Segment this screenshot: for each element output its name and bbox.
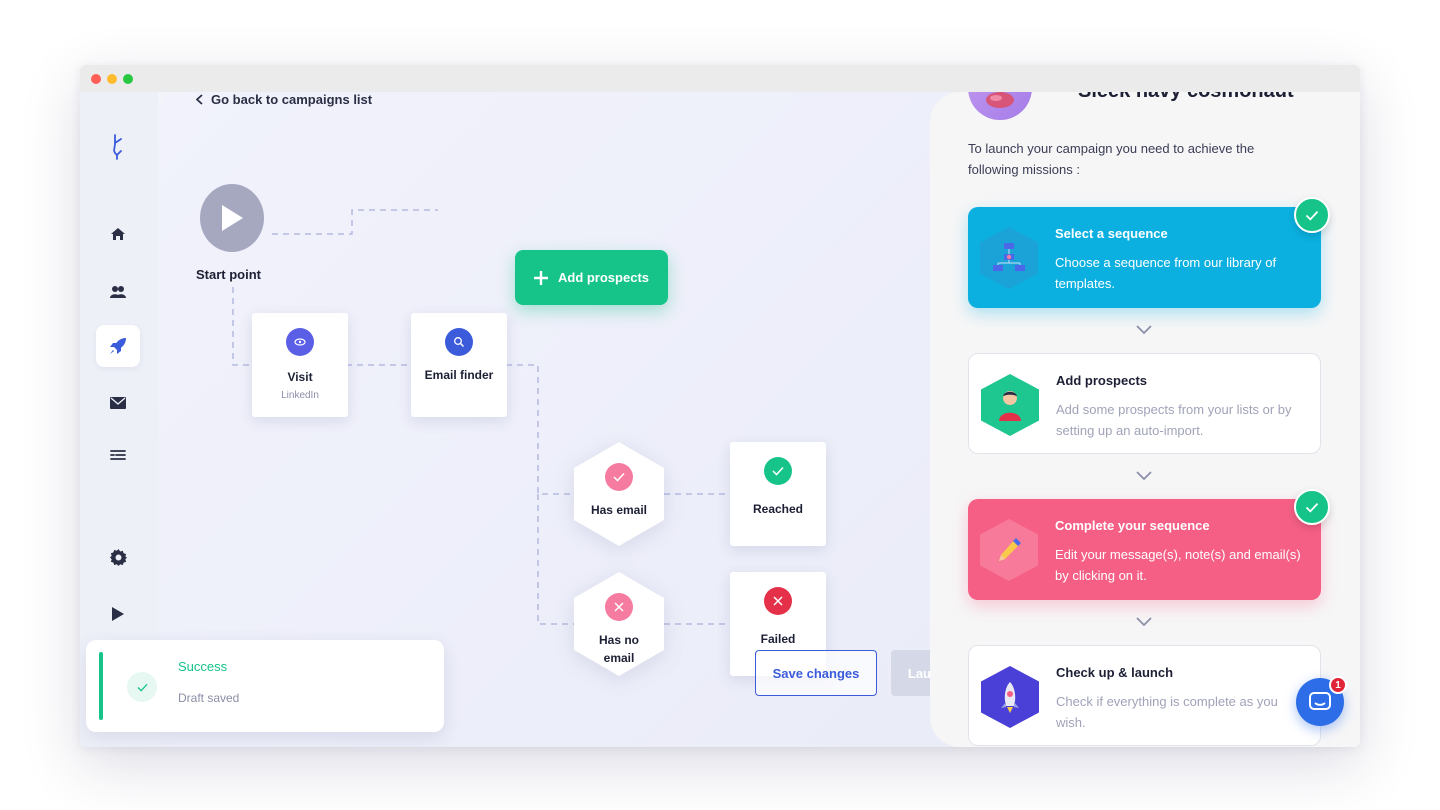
email-finder-step-title: Email finder — [424, 368, 494, 382]
sequence-diagram-icon — [980, 227, 1038, 289]
mission-check-launch[interactable]: Check up & launch Check if everything is… — [968, 645, 1321, 746]
chevron-down-icon — [1136, 617, 1152, 627]
mission-title: Complete your sequence — [1055, 518, 1210, 533]
has-no-email-title: Has no email — [598, 633, 639, 665]
add-prospects-label: Add prospects — [557, 270, 649, 285]
sequence-connectors — [232, 209, 730, 625]
user-avatar-icon — [981, 374, 1039, 436]
gear-icon[interactable] — [96, 536, 140, 578]
add-prospects-button[interactable]: Add prospects — [515, 250, 668, 305]
toast-accent-bar — [99, 652, 103, 720]
mission-add-prospects[interactable]: Add prospects Add some prospects from yo… — [968, 353, 1321, 454]
back-link-label: Go back to campaigns list — [211, 92, 373, 107]
notification-badge: 1 — [1329, 676, 1347, 694]
logo-icon[interactable] — [96, 126, 140, 168]
maximize-window-button[interactable] — [123, 74, 133, 84]
mission-desc: Edit your message(s), note(s) and email(… — [1055, 547, 1301, 583]
mission-title: Add prospects — [1056, 373, 1148, 388]
app-window: Go back to campaigns list Start point Ad… — [80, 65, 1360, 747]
email-finder-step-card[interactable]: Email finder — [411, 313, 507, 417]
panel-intro-text: To launch your campaign you need to achi… — [968, 141, 1255, 177]
success-toast: Success Draft saved — [86, 640, 444, 732]
visit-step-sub: LinkedIn — [281, 390, 319, 401]
check-icon — [1294, 197, 1330, 233]
toast-subtitle: Draft saved — [178, 691, 240, 705]
has-email-condition[interactable]: Has email — [574, 442, 664, 546]
users-icon[interactable] — [96, 271, 140, 313]
mission-title: Select a sequence — [1055, 226, 1168, 241]
chat-icon — [1309, 692, 1331, 710]
start-point-label: Start point — [196, 267, 261, 282]
failed-step-title: Failed — [760, 632, 796, 646]
check-icon — [127, 672, 157, 702]
avatar — [968, 92, 1032, 120]
eye-icon — [286, 328, 314, 356]
mission-title: Check up & launch — [1056, 665, 1174, 680]
missions-panel: Sleek navy cosmonaut To launch your camp… — [930, 92, 1360, 747]
mission-desc: Choose a sequence from our library of te… — [1055, 255, 1277, 291]
campaign-name: Sleek navy cosmonaut — [1078, 92, 1294, 103]
minimize-window-button[interactable] — [107, 74, 117, 84]
play-icon — [222, 205, 243, 231]
chevron-down-icon — [1136, 325, 1152, 335]
close-icon — [764, 587, 792, 615]
start-point-node[interactable] — [200, 184, 264, 252]
pencil-icon — [980, 519, 1038, 581]
has-email-title: Has email — [590, 503, 648, 517]
close-icon — [605, 593, 633, 621]
toast-title: Success — [178, 659, 228, 674]
mission-complete-sequence[interactable]: Complete your sequence Edit your message… — [968, 489, 1330, 600]
play-icon[interactable] — [96, 593, 140, 635]
sidebar — [80, 92, 158, 747]
search-icon — [445, 328, 473, 356]
list-icon[interactable] — [96, 435, 140, 477]
mission-select-sequence[interactable]: Select a sequence Choose a sequence from… — [968, 197, 1330, 308]
check-icon — [1294, 489, 1330, 525]
back-to-campaigns-link[interactable]: Go back to campaigns list — [196, 92, 372, 107]
close-window-button[interactable] — [91, 74, 101, 84]
reached-step-title: Reached — [752, 502, 804, 516]
has-no-email-condition[interactable]: Has no email — [574, 572, 664, 676]
mission-desc: Add some prospects from your lists or by… — [1056, 402, 1292, 438]
rocket-icon — [981, 666, 1039, 728]
chevron-down-icon — [1136, 471, 1152, 481]
reached-step-card[interactable]: Reached — [730, 442, 826, 546]
title-bar — [80, 65, 1360, 92]
mission-desc: Check if everything is complete as you w… — [1056, 694, 1278, 730]
rocket-icon[interactable] — [96, 325, 140, 367]
mail-icon[interactable] — [96, 382, 140, 424]
visit-step-card[interactable]: Visit LinkedIn — [252, 313, 348, 417]
check-icon — [605, 463, 633, 491]
visit-step-title: Visit — [287, 370, 313, 384]
plus-icon — [533, 270, 548, 285]
check-icon — [764, 457, 792, 485]
save-changes-button[interactable]: Save changes — [755, 650, 877, 696]
home-icon[interactable] — [96, 213, 140, 255]
chevron-left-icon — [196, 94, 203, 105]
sequence-canvas: Go back to campaigns list Start point Ad… — [158, 92, 978, 747]
